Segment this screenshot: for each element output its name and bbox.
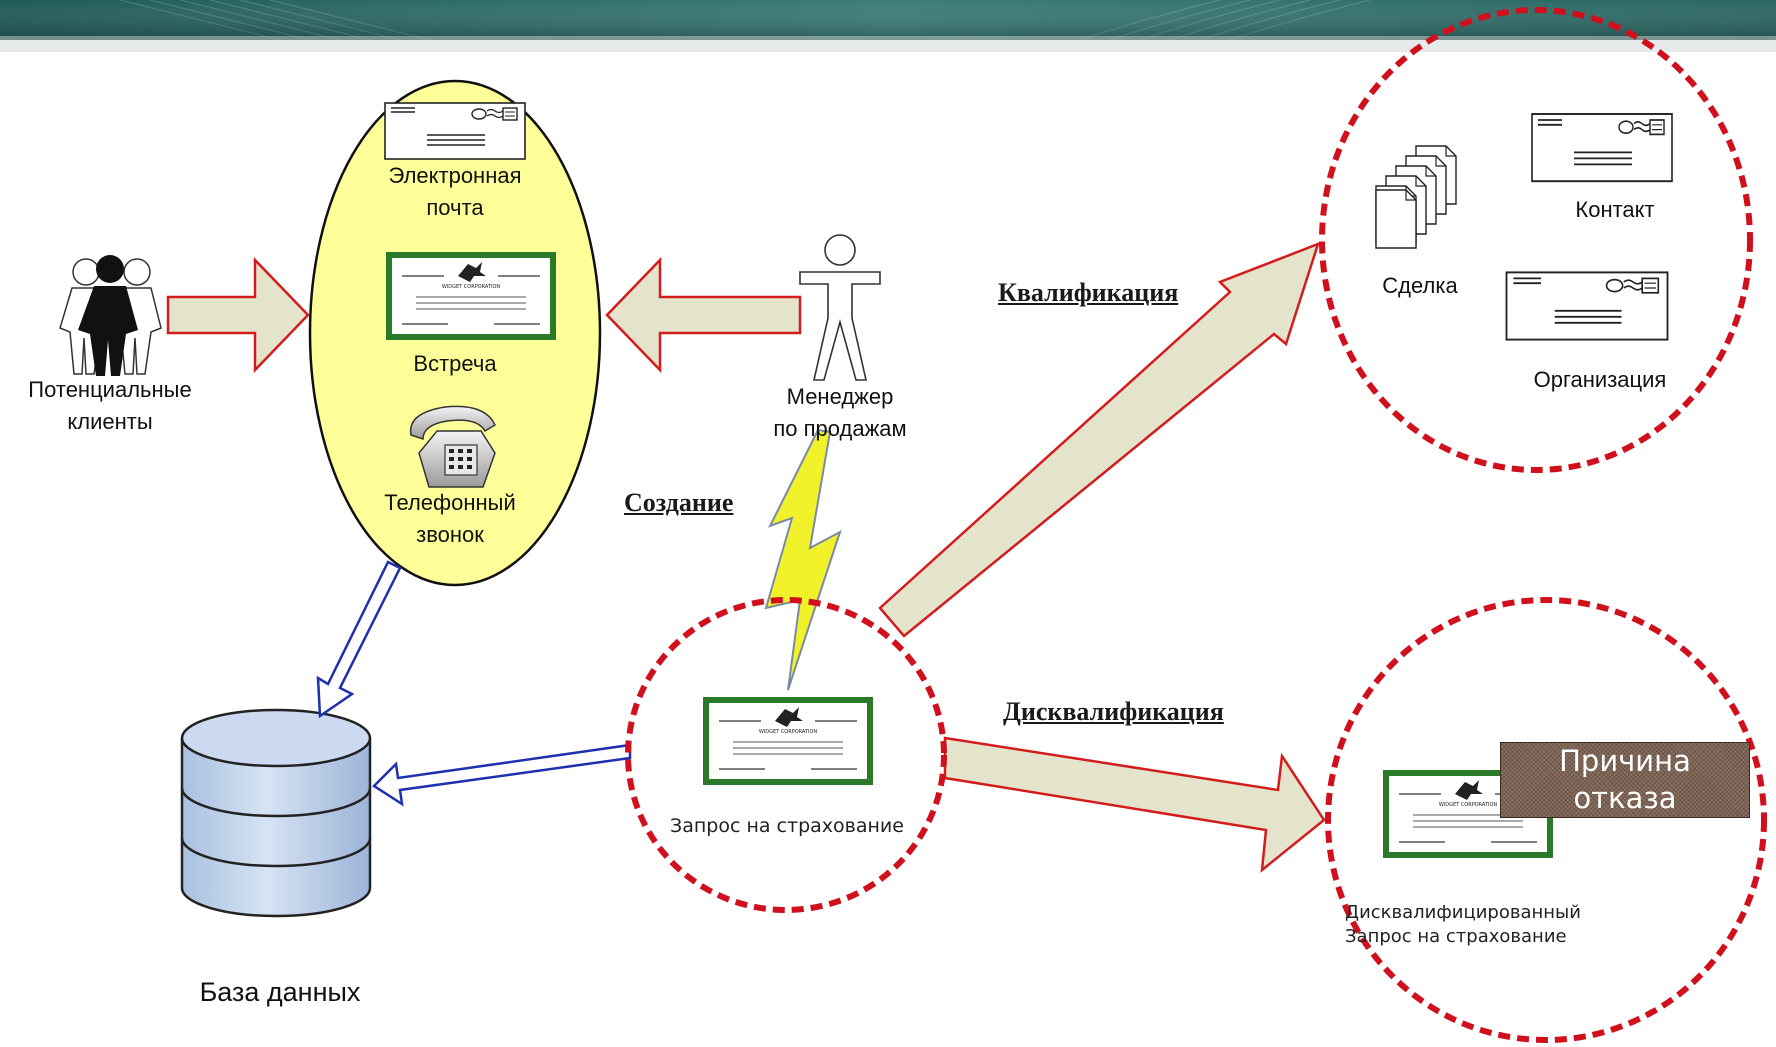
phone-label: Телефонный звонок xyxy=(384,490,516,547)
organization-label: Организация xyxy=(1533,367,1667,392)
deal-label: Сделка xyxy=(1382,273,1458,298)
request-label: Запрос на страхование xyxy=(670,815,904,837)
contact-envelope-icon xyxy=(1531,113,1673,183)
banner-shadow xyxy=(0,36,1776,52)
qualified-circle xyxy=(1319,7,1753,473)
meeting-certificate-icon xyxy=(385,251,557,341)
prospects-arrow xyxy=(166,256,310,374)
request-circle xyxy=(625,597,947,913)
email-label: Электронная почта xyxy=(388,163,522,220)
manager-arrow xyxy=(605,256,802,374)
create-operation-label: Создание xyxy=(624,488,734,517)
manager-label: Менеджер по продажам xyxy=(773,384,907,441)
organization-envelope-icon xyxy=(1505,271,1669,341)
request-certificate-icon xyxy=(702,696,874,786)
lightning-bolt xyxy=(764,428,842,691)
database-label: База данных xyxy=(199,977,361,1007)
email-icon xyxy=(384,102,526,160)
prospects-people-icon xyxy=(59,255,162,376)
disqualified-circle xyxy=(1325,597,1767,1043)
qualify-operation-label: Квалификация xyxy=(998,278,1179,307)
deal-documents-front xyxy=(1375,189,1417,249)
database-icon xyxy=(180,708,372,918)
disqualified-request-label: Дисквалифицированный Запрос на страхован… xyxy=(1345,902,1581,947)
disqualify-arrow xyxy=(943,736,1326,873)
reject-reason-box: Причина отказа xyxy=(1500,742,1750,818)
contact-label: Контакт xyxy=(1575,197,1655,222)
phone-icon xyxy=(409,405,496,488)
oval-to-db-arrow xyxy=(316,560,402,719)
manager-person-icon xyxy=(799,234,881,381)
request-to-db-arrow xyxy=(372,743,632,807)
qualify-arrow xyxy=(878,241,1320,638)
meeting-label: Встреча xyxy=(413,351,497,376)
prospects-label: Потенциальные клиенты xyxy=(28,377,192,434)
header-banner xyxy=(0,0,1776,110)
disqualify-operation-label: Дисквалификация xyxy=(1003,697,1224,726)
